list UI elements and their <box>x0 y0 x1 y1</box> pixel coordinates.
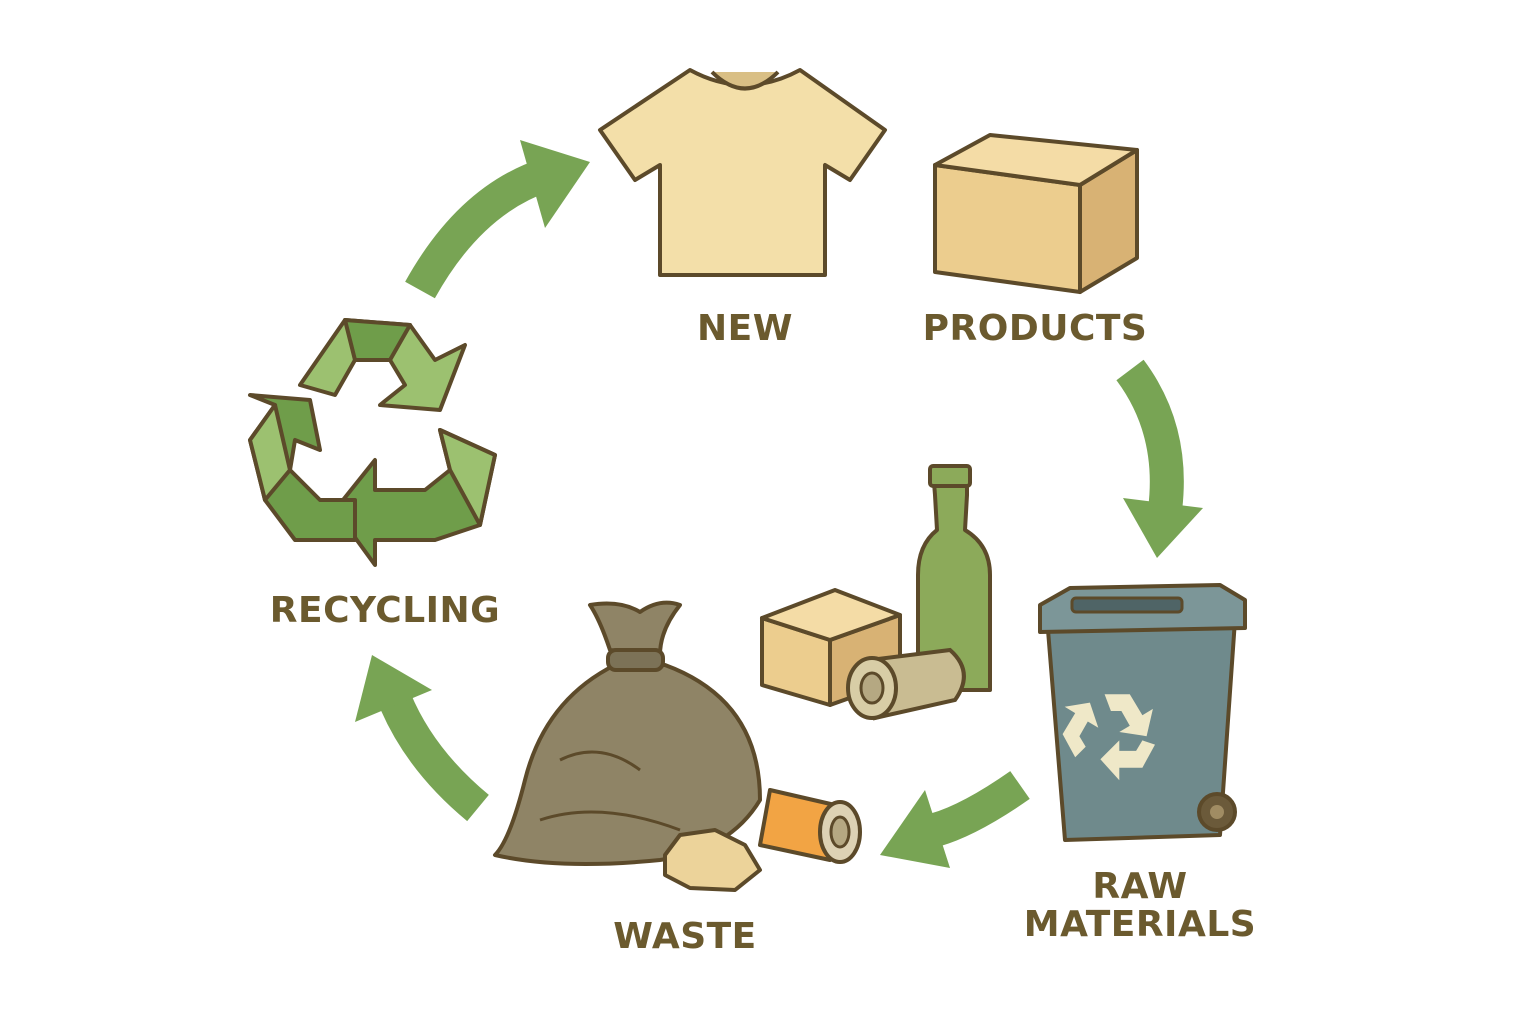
arrow-products-to-bin <box>1116 359 1203 558</box>
label-waste: WASTE <box>613 916 757 957</box>
recycle-symbol-icon <box>248 318 497 567</box>
label-raw-line1: RAW <box>1092 866 1188 907</box>
tshirt-icon <box>598 68 887 277</box>
label-raw-materials: RAW MATERIALS <box>1010 868 1270 944</box>
label-products: PRODUCTS <box>922 308 1148 349</box>
label-recycling: RECYCLING <box>269 590 501 631</box>
garbage-bag-icon <box>493 600 862 892</box>
bin-recycle-symbol-icon <box>1062 694 1155 781</box>
cardboard-box-icon <box>933 133 1139 294</box>
raw-materials-icon <box>760 464 992 721</box>
label-new: NEW <box>697 308 793 349</box>
arrow-bin-to-waste <box>880 771 1030 868</box>
arrow-waste-to-recycling <box>355 655 489 822</box>
arrow-recycling-to-new <box>405 140 590 299</box>
label-raw-line2: MATERIALS <box>1023 903 1257 945</box>
recycling-bin-icon <box>1038 583 1247 842</box>
